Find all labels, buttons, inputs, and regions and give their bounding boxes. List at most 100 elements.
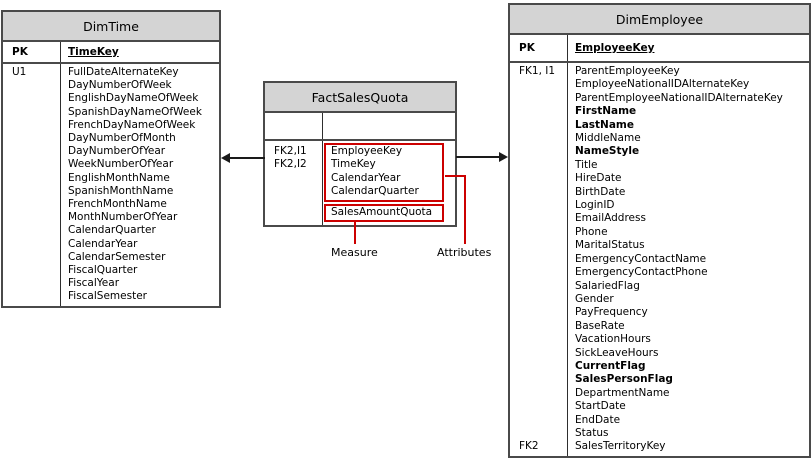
key-tag bbox=[510, 414, 567, 427]
table-row: EmailAddress bbox=[510, 212, 809, 225]
key-tag bbox=[510, 427, 567, 440]
key-tag bbox=[510, 159, 567, 172]
key-tag: FK2 bbox=[519, 440, 539, 453]
key-tag bbox=[510, 320, 567, 333]
column-name: MiddleName bbox=[575, 132, 641, 145]
column-name: StartDate bbox=[575, 400, 626, 413]
pk-row-empty bbox=[265, 113, 455, 141]
table-row: VacationHours bbox=[510, 333, 809, 346]
key-tag bbox=[510, 199, 567, 212]
column-name: DayNumberOfYear bbox=[68, 145, 166, 158]
key-tag bbox=[510, 239, 567, 252]
table-row: NameStyle bbox=[510, 145, 809, 158]
table-body: U1 FullDateAlternateKey DayNumberOfWeek … bbox=[3, 64, 219, 306]
column-name: CalendarQuarter bbox=[68, 224, 156, 237]
measure-highlight-box: SalesAmountQuota bbox=[324, 203, 444, 223]
table-title-dim-time: DimTime bbox=[3, 12, 219, 42]
relationship-line-dimemployee bbox=[456, 156, 500, 158]
table-fact-sales-quota: FactSalesQuota FK2,I1 FK2,I2 bbox=[263, 81, 457, 228]
measure-label: Measure bbox=[331, 246, 378, 259]
key-tag bbox=[3, 92, 60, 105]
attributes-connector-line-h bbox=[445, 175, 466, 177]
table-body: FK2,I1 FK2,I2 EmployeeKey TimeKey Cale bbox=[265, 141, 455, 226]
key-tag bbox=[510, 306, 567, 319]
table-row: FrenchDayNameOfWeek bbox=[3, 119, 219, 132]
pk-column-name: TimeKey bbox=[68, 46, 119, 58]
table-row: MonthNumberOfYear bbox=[3, 211, 219, 224]
column-name: CurrentFlag bbox=[575, 359, 646, 372]
table-row: Status bbox=[510, 427, 809, 440]
column-name: FiscalYear bbox=[68, 277, 120, 290]
column-name: SpanishMonthName bbox=[68, 184, 174, 197]
table-dim-employee: DimEmployee PK EmployeeKey FK1, I1 Paren… bbox=[508, 3, 811, 458]
arrow-left-icon bbox=[221, 153, 230, 163]
key-tag bbox=[510, 119, 567, 132]
column-name: BirthDate bbox=[575, 185, 626, 198]
table-row: FiscalQuarter bbox=[3, 264, 219, 277]
table-row: StartDate bbox=[510, 400, 809, 413]
column-name: FrenchMonthName bbox=[68, 198, 167, 211]
pk-row: PK EmployeeKey bbox=[510, 35, 809, 63]
table-row: EmergencyContactPhone bbox=[510, 266, 809, 279]
column-name: MonthNumberOfYear bbox=[68, 211, 178, 224]
column-name: BaseRate bbox=[575, 319, 625, 332]
column-name: DepartmentName bbox=[575, 386, 670, 399]
key-tag bbox=[510, 400, 567, 413]
column-name: ParentEmployeeKey bbox=[575, 65, 680, 77]
key-tag bbox=[3, 211, 60, 224]
table-row: EmployeeNationalIDAlternateKey bbox=[510, 78, 809, 91]
key-tag bbox=[510, 293, 567, 306]
arrow-right-icon bbox=[499, 152, 508, 162]
key-tag bbox=[3, 172, 60, 185]
key-tag bbox=[274, 185, 322, 198]
key-tag: FK2,I2 bbox=[274, 158, 307, 171]
table-row: EnglishDayNameOfWeek bbox=[3, 92, 219, 105]
column-name: EmergencyContactPhone bbox=[575, 266, 708, 279]
key-tag bbox=[510, 360, 567, 373]
table-row: FiscalSemester bbox=[3, 290, 219, 303]
key-tag bbox=[510, 145, 567, 158]
column-name: SalariedFlag bbox=[575, 279, 640, 292]
pk-column-name: EmployeeKey bbox=[575, 42, 655, 54]
table-row: CalendarYear bbox=[3, 238, 219, 251]
column-name: EmailAddress bbox=[575, 212, 646, 225]
column-name: CalendarYear bbox=[68, 237, 138, 250]
key-tag: U1 bbox=[12, 66, 27, 78]
key-tag bbox=[510, 105, 567, 118]
column-name: DayNumberOfWeek bbox=[68, 79, 172, 92]
table-row: SpanishDayNameOfWeek bbox=[3, 106, 219, 119]
column-name: EnglishDayNameOfWeek bbox=[68, 92, 199, 105]
column-name: Title bbox=[575, 158, 598, 171]
column-name: FirstName bbox=[575, 105, 637, 118]
table-title-fact-sales-quota: FactSalesQuota bbox=[265, 83, 455, 113]
column-name: SalesAmountQuota bbox=[331, 205, 433, 218]
column-name: ParentEmployeeNationalIDAlternateKey bbox=[575, 91, 783, 104]
table-row: EndDate bbox=[510, 414, 809, 427]
column-name: LoginID bbox=[575, 199, 615, 212]
column-name: LastName bbox=[575, 118, 634, 131]
table-row: LastName bbox=[510, 119, 809, 132]
key-tag bbox=[3, 145, 60, 158]
column-name: SpanishDayNameOfWeek bbox=[68, 105, 202, 118]
table-body: FK1, I1 ParentEmployeeKey EmployeeNation… bbox=[510, 63, 809, 456]
key-tag bbox=[510, 132, 567, 145]
measure-connector-line bbox=[354, 221, 356, 244]
column-name: EmergencyContactName bbox=[575, 252, 707, 265]
column-name: EmployeeNationalIDAlternateKey bbox=[575, 78, 750, 91]
table-row: SalesPersonFlag bbox=[510, 373, 809, 386]
attributes-label: Attributes bbox=[437, 246, 492, 259]
column-name: MaritalStatus bbox=[575, 239, 645, 252]
key-tag bbox=[3, 79, 60, 92]
table-row: LoginID bbox=[510, 199, 809, 212]
column-name: SalesTerritoryKey bbox=[575, 440, 666, 453]
relationship-line-dimtime bbox=[228, 157, 265, 159]
pk-tag: PK bbox=[12, 46, 28, 58]
column-name: SickLeaveHours bbox=[575, 346, 659, 359]
table-row: DayNumberOfMonth bbox=[3, 132, 219, 145]
table-row: DepartmentName bbox=[510, 387, 809, 400]
key-tag bbox=[3, 185, 60, 198]
table-row: Title bbox=[510, 159, 809, 172]
pk-tag: PK bbox=[519, 42, 535, 54]
column-name: VacationHours bbox=[575, 333, 651, 346]
key-tag bbox=[510, 266, 567, 279]
